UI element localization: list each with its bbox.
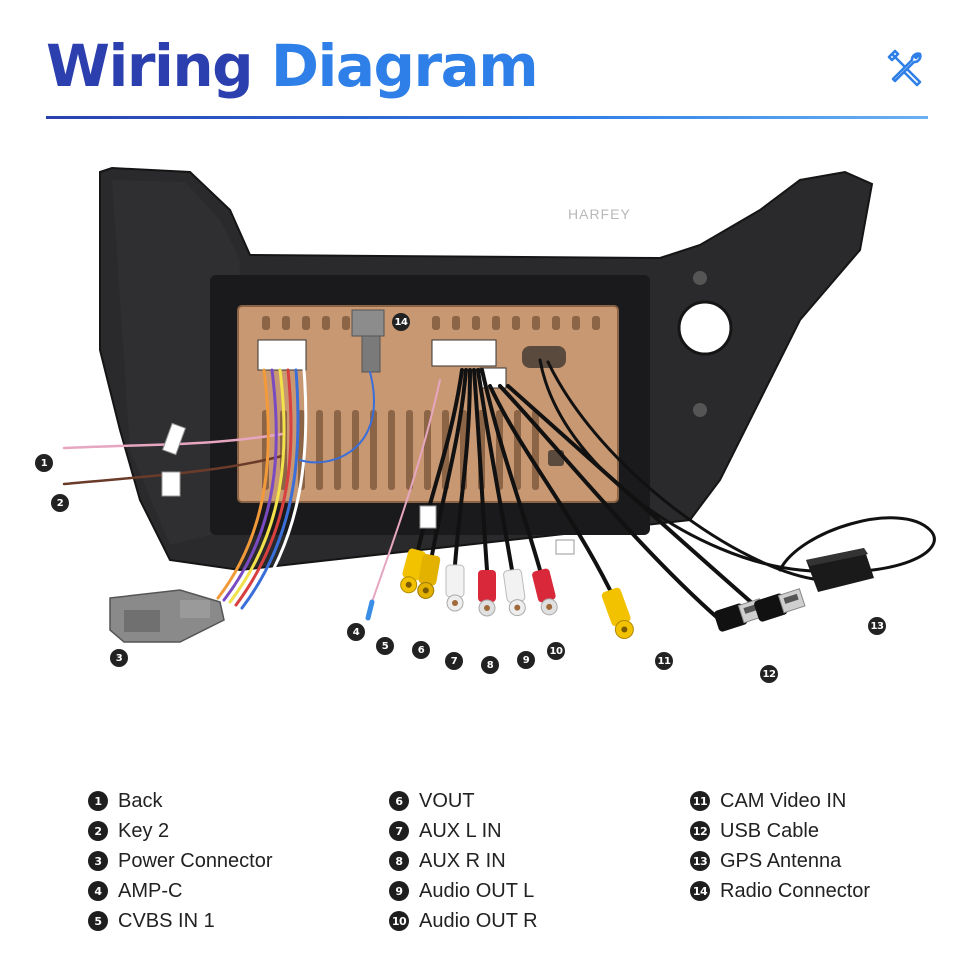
callout-6: 6 — [412, 641, 430, 659]
legend-item: 10 Audio OUT R — [389, 906, 538, 936]
rca-socket — [431, 339, 497, 367]
legend-item: 8 AUX R IN — [389, 846, 538, 876]
legend-number: 9 — [389, 881, 409, 901]
legend-number: 7 — [389, 821, 409, 841]
legend-number: 8 — [389, 851, 409, 871]
gps-antenna — [806, 548, 874, 592]
callout-11: 11 — [655, 652, 673, 670]
header-divider — [46, 116, 928, 119]
legend-number: 1 — [88, 791, 108, 811]
legend-item: 12 USB Cable — [690, 816, 870, 846]
callout-2: 2 — [51, 494, 69, 512]
main-harness-socket — [257, 339, 307, 371]
callout-7: 7 — [445, 652, 463, 670]
frame-mount-hole — [677, 300, 733, 356]
legend-label: Power Connector — [118, 849, 273, 872]
legend-item: 2 Key 2 — [88, 816, 273, 846]
legend-item: 3 Power Connector — [88, 846, 273, 876]
callout-1: 1 — [35, 454, 53, 472]
title-word-1: Wiring — [46, 32, 254, 100]
legend-item: 11 CAM Video IN — [690, 786, 870, 816]
legend-label: USB Cable — [720, 819, 819, 842]
page-title: Wiring Diagram — [46, 28, 539, 104]
legend-label: AUX L IN — [419, 819, 502, 842]
legend-item: 14 Radio Connector — [690, 876, 870, 906]
head-unit-illustration — [62, 166, 936, 643]
legend-number: 3 — [88, 851, 108, 871]
rca-plugs — [400, 548, 634, 639]
callout-9: 9 — [517, 651, 535, 669]
legend-number: 14 — [690, 881, 710, 901]
legend-label: Key 2 — [118, 819, 170, 842]
callout-10: 10 — [547, 642, 565, 660]
legend-item: 6 VOUT — [389, 786, 538, 816]
usb-connectors — [714, 588, 806, 632]
header: Wiring Diagram — [46, 24, 928, 124]
legend-item: 5 CVBS IN 1 — [88, 906, 273, 936]
callout-8: 8 — [481, 656, 499, 674]
power-connector — [109, 589, 225, 643]
callout-3: 3 — [110, 649, 128, 667]
callout-13: 13 — [868, 617, 886, 635]
callout-5: 5 — [376, 637, 394, 655]
callout-14: 14 — [392, 313, 410, 331]
legend-label: Back — [118, 789, 163, 812]
legend-number: 12 — [690, 821, 710, 841]
legend-label: GPS Antenna — [720, 849, 842, 872]
legend-number: 10 — [389, 911, 409, 931]
legend-number: 11 — [690, 791, 710, 811]
legend-column-1: 1 Back 2 Key 2 3 Power Connector 4 AMP-C 5 CV… — [88, 786, 273, 936]
legend-label: Radio Connector — [720, 879, 871, 902]
wiring-figure: HARFEY 1 2 3 4 5 6 7 8 9 10 11 12 13 14 — [0, 150, 980, 710]
legend-label: CVBS IN 1 — [118, 909, 215, 932]
legend-item: 7 AUX L IN — [389, 816, 538, 846]
callout-12: 12 — [760, 665, 778, 683]
legend-label: Audio OUT L — [419, 879, 535, 902]
legend-number: 2 — [88, 821, 108, 841]
title-word-2: Diagram — [270, 32, 539, 100]
callout-4: 4 — [347, 623, 365, 641]
watermark: HARFEY — [568, 206, 631, 222]
legend-column-2: 6 VOUT 7 AUX L IN 8 AUX R IN 9 Audio OUT L 1… — [389, 786, 538, 936]
legend-item: 13 GPS Antenna — [690, 846, 870, 876]
legend-item: 1 Back — [88, 786, 273, 816]
legend-number: 13 — [690, 851, 710, 871]
legend-item: 9 Audio OUT L — [389, 876, 538, 906]
legend: 1 Back 2 Key 2 3 Power Connector 4 AMP-C 5 CV… — [88, 786, 948, 946]
tools-icon — [887, 49, 922, 87]
legend-number: 4 — [88, 881, 108, 901]
legend-column-3: 11 CAM Video IN 12 USB Cable 13 GPS Antenna… — [690, 786, 870, 906]
legend-number: 6 — [389, 791, 409, 811]
legend-item: 4 AMP-C — [88, 876, 273, 906]
legend-label: Audio OUT R — [419, 909, 538, 932]
legend-number: 5 — [88, 911, 108, 931]
legend-label: VOUT — [419, 789, 475, 812]
legend-label: AMP-C — [118, 879, 183, 902]
legend-label: CAM Video IN — [720, 789, 847, 812]
legend-label: AUX R IN — [419, 849, 506, 872]
